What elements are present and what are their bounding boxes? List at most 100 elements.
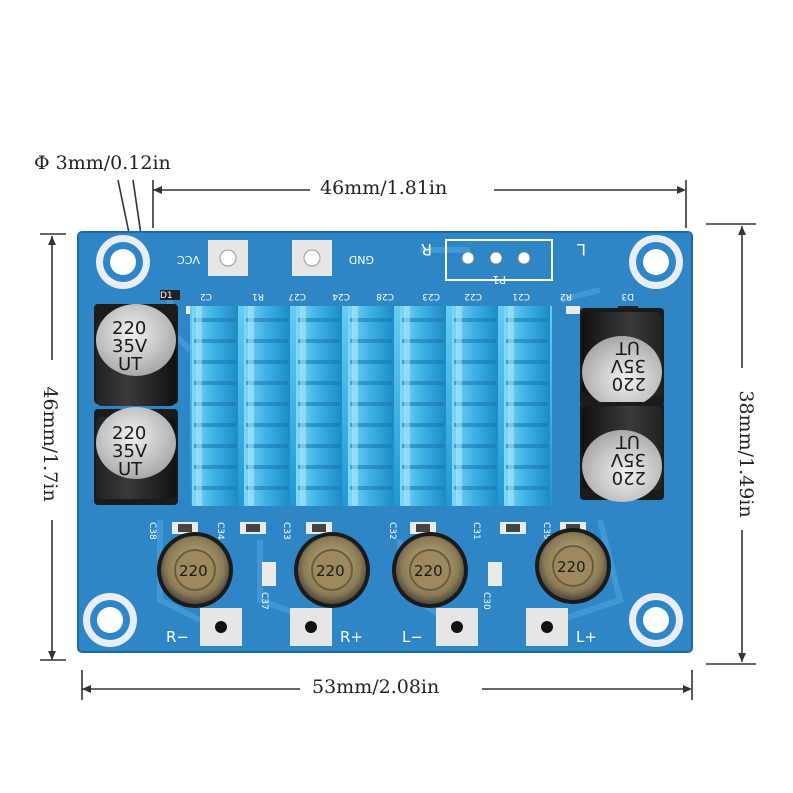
svg-text:220: 220	[316, 562, 345, 580]
heatsink-groove	[506, 318, 548, 322]
heatsink-groove	[402, 381, 444, 385]
heatsink-groove	[506, 444, 548, 448]
heatsink-groove	[454, 465, 496, 469]
svg-text:D3: D3	[621, 291, 634, 301]
svg-text:220: 220	[414, 562, 443, 580]
svg-text:C34: C34	[215, 522, 225, 540]
svg-text:35V: 35V	[610, 355, 646, 376]
svg-text:35V: 35V	[112, 441, 148, 462]
svg-text:C22: C22	[464, 291, 482, 301]
hole-diameter-label: Φ 3mm/0.12in	[34, 152, 171, 174]
svg-text:C24: C24	[332, 291, 350, 301]
gnd-silk-label: GND	[349, 253, 374, 266]
svg-text:220: 220	[112, 423, 146, 444]
heatsink-highlight	[196, 306, 202, 506]
heatsink-groove	[402, 423, 444, 427]
heatsink-groove	[454, 444, 496, 448]
svg-text:UT: UT	[615, 337, 640, 358]
svg-text:R2: R2	[560, 291, 572, 301]
heatsink-groove	[246, 318, 288, 322]
out-r-minus-label: R−	[166, 628, 189, 646]
svg-text:35V: 35V	[610, 449, 646, 470]
heatsink-groove	[194, 444, 236, 448]
heatsink-groove	[194, 486, 236, 490]
heatsink-groove	[454, 360, 496, 364]
heatsink-groove	[454, 318, 496, 322]
heatsink-groove	[194, 465, 236, 469]
svg-text:C33: C33	[281, 522, 291, 540]
heatsink-groove	[454, 486, 496, 490]
heatsink-groove	[402, 360, 444, 364]
heatsink-groove	[350, 381, 392, 385]
svg-text:C39: C39	[541, 522, 551, 540]
heatsink-groove	[298, 381, 340, 385]
heatsink-groove	[506, 486, 548, 490]
heatsink-groove	[506, 381, 548, 385]
svg-text:C38: C38	[147, 522, 157, 540]
out-l-plus-label: L+	[576, 628, 597, 646]
heatsink-groove	[246, 402, 288, 406]
r-channel-label: R	[421, 240, 432, 259]
heatsink-groove	[298, 402, 340, 406]
svg-text:UT: UT	[118, 354, 143, 375]
electrolytic-capacitor: 220 35V UT	[580, 308, 664, 408]
heatsink-groove	[402, 402, 444, 406]
heatsink-groove	[298, 423, 340, 427]
svg-text:UT: UT	[118, 459, 143, 480]
heatsink-groove	[246, 360, 288, 364]
gnd-pad	[292, 240, 332, 276]
heatsink-groove	[402, 339, 444, 343]
silk-top-row: C2 R1 C27 C24 C28 C23 C22 C21 R2 D3	[200, 291, 634, 301]
heatsink-groove	[298, 444, 340, 448]
heatsink-groove	[402, 444, 444, 448]
heatsink-highlight	[300, 306, 306, 506]
pot-label: P1	[492, 273, 506, 286]
heatsink-groove	[402, 318, 444, 322]
svg-text:C2: C2	[200, 291, 212, 301]
heatsink-groove	[350, 423, 392, 427]
heatsink-highlight	[508, 306, 514, 506]
heatsink-groove	[194, 381, 236, 385]
board-width-label: 53mm/2.08in	[306, 676, 446, 698]
svg-text:C27: C27	[288, 291, 306, 301]
dimension-arrows	[48, 186, 746, 693]
heatsink-groove	[298, 360, 340, 364]
inductor: 220	[535, 528, 611, 604]
heatsink-groove	[246, 465, 288, 469]
svg-text:220: 220	[557, 558, 586, 576]
heatsink-groove	[506, 339, 548, 343]
heatsink-groove	[350, 360, 392, 364]
heatsink-groove	[246, 423, 288, 427]
svg-text:UT: UT	[615, 431, 640, 452]
heatsink-groove	[402, 465, 444, 469]
svg-text:C21: C21	[512, 291, 530, 301]
inductor: 220	[392, 532, 468, 608]
mounting-holes	[83, 235, 683, 647]
svg-text:C32: C32	[387, 522, 397, 540]
heatsink-highlight	[456, 306, 462, 506]
heatsink-groove	[298, 486, 340, 490]
heatsink-groove	[246, 381, 288, 385]
out-l-minus-label: L−	[402, 628, 423, 646]
svg-text:C23: C23	[422, 291, 440, 301]
heatsink-groove	[246, 444, 288, 448]
heatsink-groove	[350, 465, 392, 469]
heatsink-groove	[298, 465, 340, 469]
heatsink-groove	[298, 318, 340, 322]
heatsink-groove	[350, 444, 392, 448]
heatsink-groove	[246, 486, 288, 490]
pot-header	[445, 239, 553, 281]
l-channel-label: L	[577, 240, 586, 259]
heatsink-groove	[402, 486, 444, 490]
silk-d1: D1	[160, 291, 173, 301]
vcc-silk-label: VCC	[177, 253, 200, 266]
heatsink-groove	[246, 339, 288, 343]
svg-text:R1: R1	[252, 291, 264, 301]
heatsink-groove	[350, 339, 392, 343]
inductor: 220	[294, 532, 370, 608]
electrolytic-capacitor: 220 35V UT	[580, 402, 664, 502]
heatsink-highlight	[404, 306, 410, 506]
svg-text:220: 220	[612, 467, 646, 488]
hole-spacing-width-label: 46mm/1.81in	[314, 177, 454, 199]
inductor: 220	[157, 532, 233, 608]
